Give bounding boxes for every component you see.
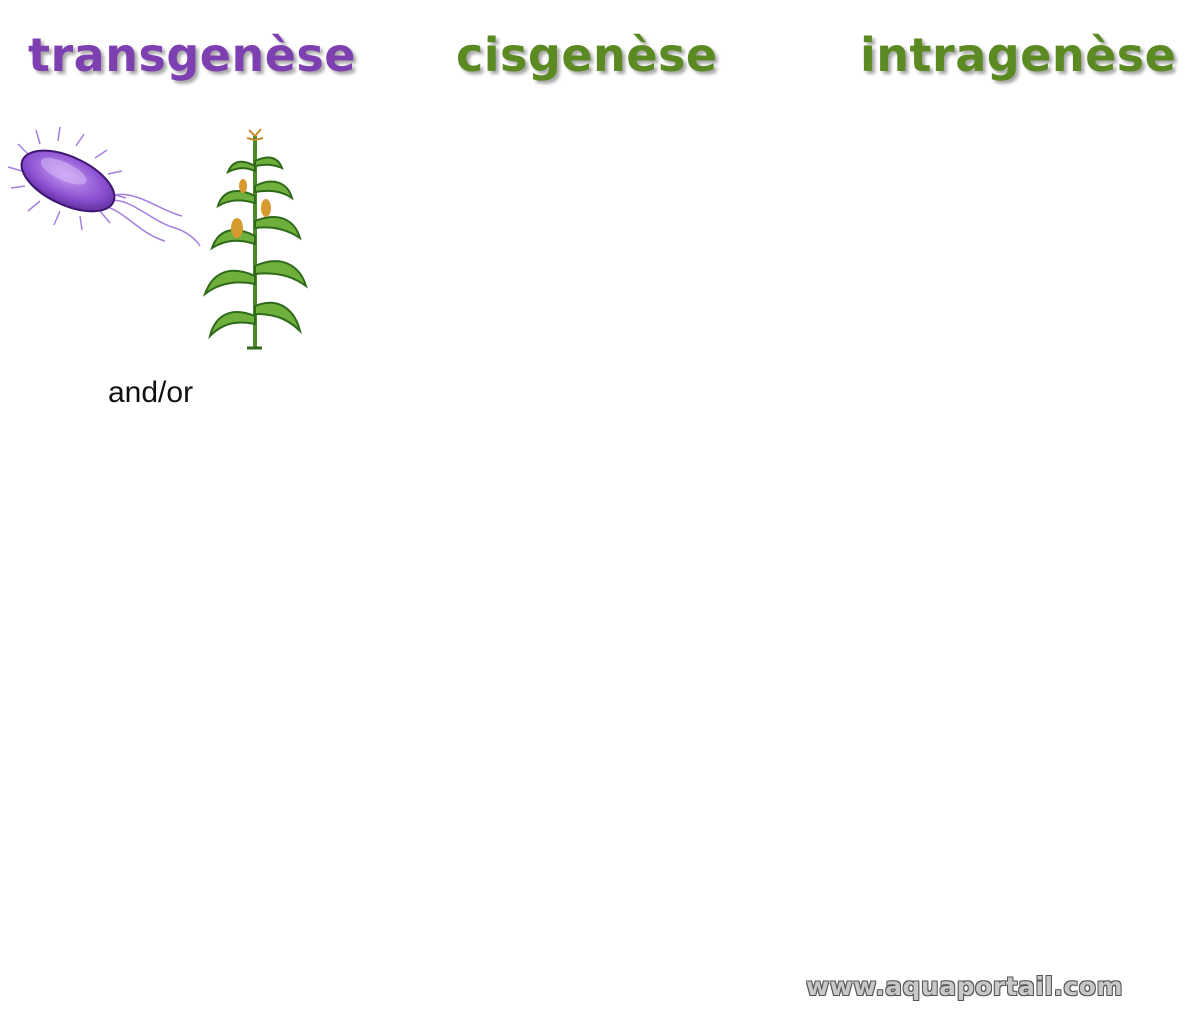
genesis-diagram: transgenèse cisgenèse intragenèse [0,16,1200,1016]
watermark: www.aquaportail.com [806,972,1124,1001]
title-transgenese: transgenèse [28,28,356,82]
and-or-label: and/or [108,376,194,409]
bacterium-icon [7,126,201,247]
title-cisgenese: cisgenèse [456,28,718,82]
corn-plant-icon [202,128,308,350]
diagram-art [7,126,308,350]
title-intragenese: intragenèse [860,28,1177,82]
